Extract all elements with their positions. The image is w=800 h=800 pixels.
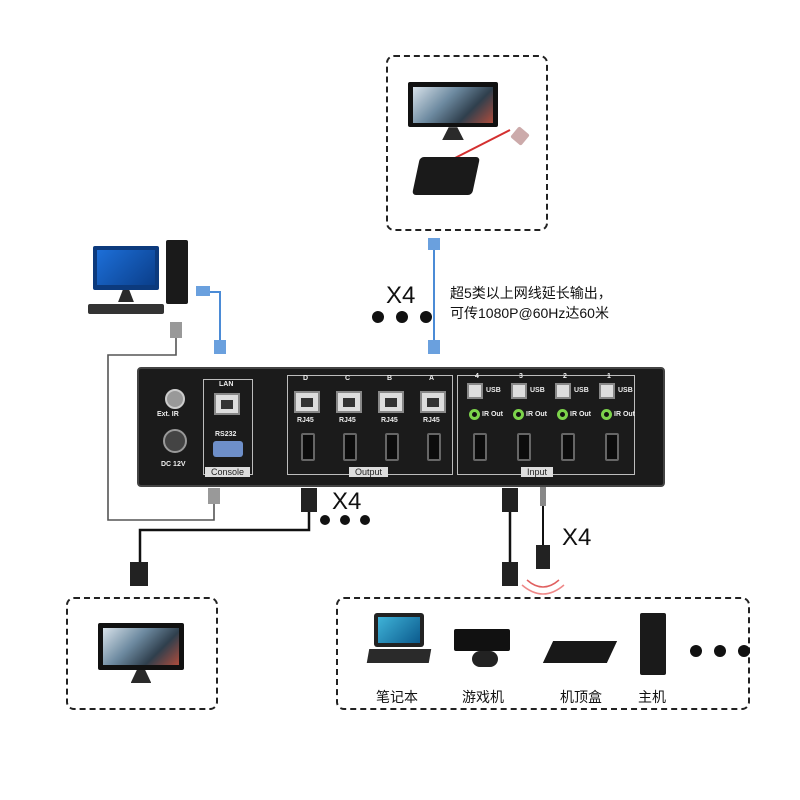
hdmi-cable-icon bbox=[502, 488, 518, 512]
output-port-label: A bbox=[429, 375, 435, 382]
game-console-label: 游戏机 bbox=[462, 689, 504, 705]
dc-label: DC 12V bbox=[161, 461, 186, 468]
rj45-label: RJ45 bbox=[339, 417, 356, 424]
rj45-output-port bbox=[420, 391, 446, 413]
hdmi-cable-icon bbox=[301, 488, 317, 512]
input-sources-group: 笔记本 游戏机 机顶盒 主机 bbox=[336, 597, 750, 710]
output-tag: Output bbox=[349, 467, 389, 477]
receiver-group bbox=[386, 55, 548, 231]
output-display-group bbox=[66, 597, 218, 710]
rj45-output-port bbox=[294, 391, 320, 413]
ir-out-port bbox=[601, 409, 612, 420]
monitor-icon bbox=[408, 82, 498, 140]
ethernet-cable-icon bbox=[428, 238, 440, 250]
ethernet-cable-icon bbox=[214, 340, 226, 354]
usb-port bbox=[599, 383, 615, 399]
input-port-label: 1 bbox=[607, 373, 611, 380]
extender-icon bbox=[411, 157, 481, 195]
laptop-icon bbox=[366, 613, 432, 675]
input-port-label: 2 bbox=[563, 373, 567, 380]
usb-port bbox=[511, 383, 527, 399]
control-pc-group bbox=[88, 238, 198, 318]
usb-label: USB bbox=[486, 387, 501, 394]
set-top-box-label: 机顶盒 bbox=[560, 689, 602, 705]
set-top-box-icon bbox=[542, 641, 618, 663]
ir-cable-icon bbox=[536, 545, 550, 569]
rs232-label: RS232 bbox=[215, 431, 237, 438]
ethernet-cable-icon bbox=[428, 340, 440, 354]
dc-power-port bbox=[163, 429, 187, 453]
rj45-output-port bbox=[378, 391, 404, 413]
ir-out-label: IR Out bbox=[570, 411, 591, 418]
ir-out-label: IR Out bbox=[526, 411, 547, 418]
output-port-label: D bbox=[303, 375, 309, 382]
usb-label: USB bbox=[618, 387, 633, 394]
input-port-label: 3 bbox=[519, 373, 523, 380]
host-pc-label: 主机 bbox=[638, 689, 666, 705]
rj45-label: RJ45 bbox=[297, 417, 314, 424]
hdmi-cable-icon bbox=[502, 562, 518, 586]
ext-ir-port bbox=[165, 389, 185, 409]
ir-out-label: IR Out bbox=[482, 411, 503, 418]
rj45-label: RJ45 bbox=[423, 417, 440, 424]
hdmi-input-port bbox=[561, 433, 575, 461]
output-port-label: C bbox=[345, 375, 351, 382]
ir-out-port bbox=[557, 409, 568, 420]
hdmi-cable-icon bbox=[130, 562, 148, 586]
ext-ir-label: Ext. IR bbox=[157, 411, 179, 418]
usb-label: USB bbox=[530, 387, 545, 394]
ellipsis-dots bbox=[690, 645, 750, 657]
rj45-output-port bbox=[336, 391, 362, 413]
ellipsis-dots bbox=[372, 311, 432, 323]
hdmi-input-port bbox=[517, 433, 531, 461]
matrix-switch-panel: Ext. IR DC 12V LAN RS232 Console D C B A… bbox=[137, 367, 665, 487]
output-port-label: B bbox=[387, 375, 393, 382]
usb-port bbox=[555, 383, 571, 399]
usb-port bbox=[467, 383, 483, 399]
extension-note-line2: 可传1080P@60Hz达60米 bbox=[450, 305, 609, 321]
pc-icon bbox=[166, 240, 188, 304]
pc-tower-icon bbox=[640, 613, 666, 675]
monitor-icon bbox=[93, 246, 159, 302]
input-tag: Input bbox=[521, 467, 554, 477]
laptop-label: 笔记本 bbox=[376, 689, 418, 705]
x4-right-label: X4 bbox=[562, 524, 592, 551]
ir-out-label: IR Out bbox=[614, 411, 635, 418]
input-port-label: 4 bbox=[475, 373, 479, 380]
ethernet-cable-icon bbox=[196, 286, 210, 296]
extension-note-line1: 超5类以上网线延长输出， bbox=[450, 285, 612, 301]
hdmi-output-port bbox=[427, 433, 441, 461]
hdmi-input-port bbox=[473, 433, 487, 461]
game-console-icon bbox=[454, 629, 516, 669]
hdmi-input-port bbox=[605, 433, 619, 461]
hdmi-output-port bbox=[343, 433, 357, 461]
rj45-label: RJ45 bbox=[381, 417, 398, 424]
lan-label: LAN bbox=[219, 381, 234, 388]
x4-middle-label: X4 bbox=[332, 488, 362, 515]
console-tag: Console bbox=[205, 467, 251, 477]
lan-port bbox=[214, 393, 240, 415]
monitor-icon bbox=[98, 623, 184, 683]
ir-out-port bbox=[513, 409, 524, 420]
ir-out-port bbox=[469, 409, 480, 420]
hdmi-output-port bbox=[301, 433, 315, 461]
rs232-port bbox=[213, 441, 243, 457]
usb-label: USB bbox=[574, 387, 589, 394]
hdmi-output-port bbox=[385, 433, 399, 461]
ellipsis-dots bbox=[320, 515, 370, 525]
x4-top-label: X4 bbox=[386, 282, 416, 309]
